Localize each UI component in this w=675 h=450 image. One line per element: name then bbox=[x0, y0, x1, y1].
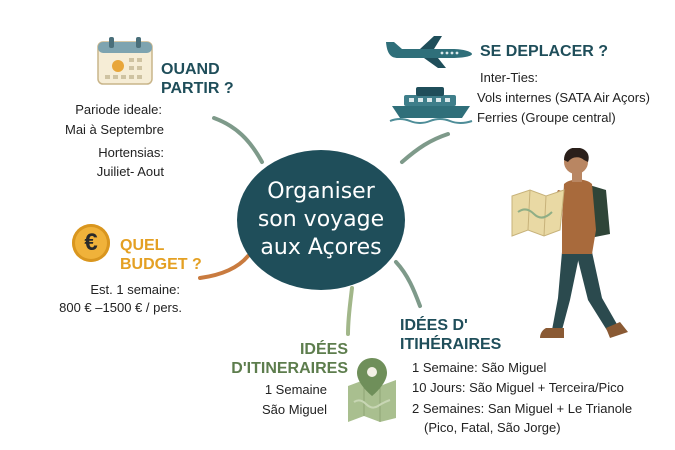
connector-itinerary-right bbox=[394, 260, 422, 308]
central-topic-node: Organiser son voyage aux Açores bbox=[237, 150, 405, 290]
ferry-icon bbox=[388, 82, 474, 129]
itinerary-right-line-1: 1 Semaine: São Miguel bbox=[412, 360, 547, 375]
connector-itinerary-left bbox=[346, 286, 354, 336]
budget-heading: QUEL BUDGET ? bbox=[120, 237, 202, 273]
plane-icon bbox=[382, 32, 474, 75]
itinerary-left-line-2: São Miguel bbox=[261, 402, 327, 417]
travel-heading: SE DEPLACER ? bbox=[480, 43, 609, 60]
connector-budget bbox=[198, 254, 250, 280]
itinerary-right-line-2: 10 Jours: São Miguel + Terceira/Pico bbox=[412, 380, 624, 395]
itinerary-right-line-3: 2 Semaines: San Miguel + Le Trianole bbox=[412, 401, 633, 416]
hydrangeas-value: Juiliet- Aout bbox=[96, 164, 164, 179]
calendar-icon bbox=[96, 36, 154, 91]
travel-line-2: Vols internes (SATA Air Açors) bbox=[477, 90, 650, 105]
central-topic-title: Organiser son voyage aux Açores bbox=[257, 179, 385, 260]
travel-line-1: Inter-Ties: bbox=[480, 70, 539, 85]
connector-when bbox=[212, 116, 264, 164]
hydrangeas-label: Hortensias: bbox=[98, 145, 164, 160]
map-pin-icon bbox=[344, 356, 400, 427]
ideal-period-value: Mai à Septembre bbox=[65, 122, 164, 137]
itinerary-left-heading: IDÉES D'ITINERAIRES bbox=[231, 341, 348, 377]
when-heading: OUAND PARTIR ? bbox=[161, 61, 234, 97]
budget-line-1: Est. 1 semaine: bbox=[90, 282, 180, 297]
itinerary-right-heading: IDÉES D' ITIHÉRAIRES bbox=[400, 317, 502, 353]
euro-coin-icon: € bbox=[72, 224, 110, 262]
travel-line-3: Ferries (Groupe central) bbox=[477, 110, 616, 125]
budget-line-2: 800 € –1500 € / pers. bbox=[59, 300, 182, 315]
euro-symbol: € bbox=[84, 229, 98, 256]
connector-travel bbox=[400, 132, 450, 164]
traveler-illustration bbox=[506, 147, 640, 355]
itinerary-left-line-1: 1 Semaine bbox=[264, 382, 327, 397]
ideal-period-label: Pariode ideale: bbox=[75, 102, 162, 117]
itinerary-right-line-4: (Pico, Fatal, São Jorge) bbox=[424, 420, 561, 435]
